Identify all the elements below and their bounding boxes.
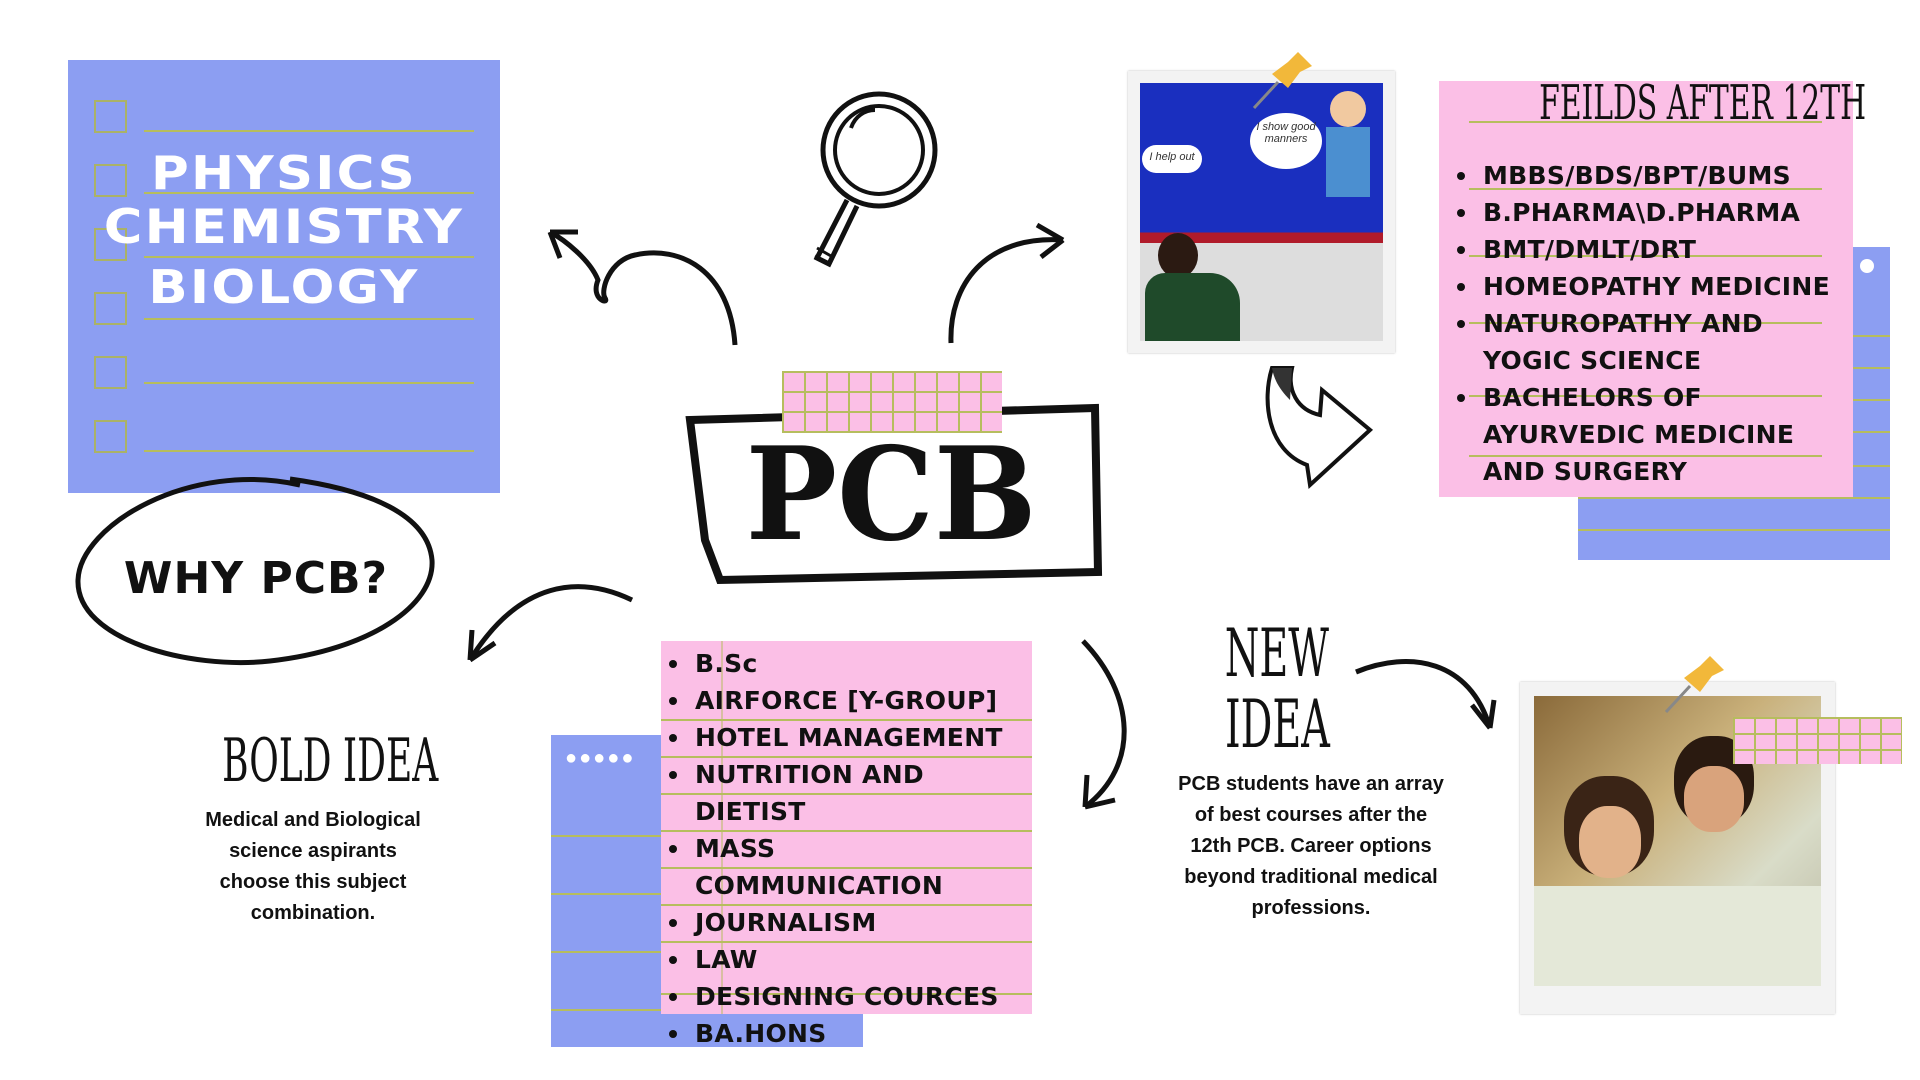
new-idea-line-1: NEW [1224,615,1330,692]
bold-idea-text: Medical and Biological science aspirants… [150,805,476,929]
arrow-down-icon [1081,639,1127,810]
text-line: beyond traditional medical [1184,866,1438,888]
bold-idea-title: BOLD IDEA [222,726,439,796]
pushpin-icon [1664,656,1724,714]
list-item: BA.HONS [661,1015,1032,1052]
list-item: HOTEL MANAGEMENT [661,719,1032,756]
fields-card: FEILDS AFTER 12TH MBBS/BDS/BPT/BUMS B.PH… [1439,75,1866,497]
new-idea-title: NEW IDEA [1190,618,1330,760]
students-photo [1520,682,1835,1014]
checkbox-icon [94,100,127,133]
list-item: NATUROPATHY AND YOGIC SCIENCE [1449,305,1853,379]
text-line: Medical and Biological [205,809,421,831]
pcb-frame [685,403,1103,585]
pushpin-icon [1252,52,1312,110]
checkbox-icon [94,356,127,389]
checkbox-icon [94,164,127,197]
list-item: AIRFORCE [Y-GROUP] [661,682,1032,719]
arrow-up-right-icon [948,222,1065,344]
subject-chemistry: CHEMISTRY [103,200,465,255]
text-line: combination. [250,902,376,924]
arrow-down-left-icon [467,584,634,663]
arrow-right-down-icon [1355,659,1497,730]
list-item: JOURNALISM [661,904,1032,941]
list-item: MASS COMMUNICATION [661,830,1032,904]
board-caption-2: I help out [1142,145,1202,173]
text-line: choose this subject [219,871,407,893]
subject-biology: BIOLOGY [148,260,420,314]
list-item: MBBS/BDS/BPT/BUMS [1449,157,1853,194]
checkbox-icon [94,292,127,325]
why-pcb-label: WHY PCB? [123,553,389,604]
list-item: BACHELORS OF AYURVEDIC MEDICINE AND SURG… [1449,379,1853,490]
magnifier-icon [813,91,938,268]
fields-title: FEILDS AFTER 12TH [1539,75,1867,131]
list-item: B.Sc [661,645,1032,682]
text-line: 12th PCB. Career options [1190,835,1432,857]
subjects-card: PHYSICS CHEMISTRY BIOLOGY [68,60,500,493]
curved-arrow-icon [1265,366,1374,490]
why-pcb-ellipse [75,476,435,666]
text-line: professions. [1251,897,1371,919]
classroom-photo: I show good manners I help out [1128,71,1395,353]
arrow-up-left-icon [547,229,738,346]
courses-list: B.Sc AIRFORCE [Y-GROUP] HOTEL MANAGEMENT… [661,645,1032,1052]
center-title: PCB [745,420,1037,570]
new-idea-line-2: IDEA [1224,686,1330,763]
courses-card: B.Sc AIRFORCE [Y-GROUP] HOTEL MANAGEMENT… [661,641,1032,1048]
tape-decoration [782,371,1002,433]
checkbox-icon [94,228,127,261]
checkbox-icon [94,420,127,453]
subject-physics: PHYSICS [150,146,417,200]
list-item: LAW [661,941,1032,978]
text-line: science aspirants [229,840,397,862]
list-item: NUTRITION AND DIETIST [661,756,1032,830]
list-item: HOMEOPATHY MEDICINE [1449,268,1853,305]
fields-list: MBBS/BDS/BPT/BUMS B.PHARMA\D.PHARMA BMT/… [1449,157,1853,490]
list-item: B.PHARMA\D.PHARMA [1449,194,1853,231]
list-item: BMT/DMLT/DRT [1449,231,1853,268]
text-line: PCB students have an array [1178,773,1444,795]
tape-decoration [1733,717,1902,764]
board-caption-1: I show good manners [1250,113,1322,169]
text-line: of best courses after the [1194,804,1428,826]
list-item: DESIGNING COURCES [661,978,1032,1015]
new-idea-text: PCB students have an array of best cours… [1161,769,1461,924]
